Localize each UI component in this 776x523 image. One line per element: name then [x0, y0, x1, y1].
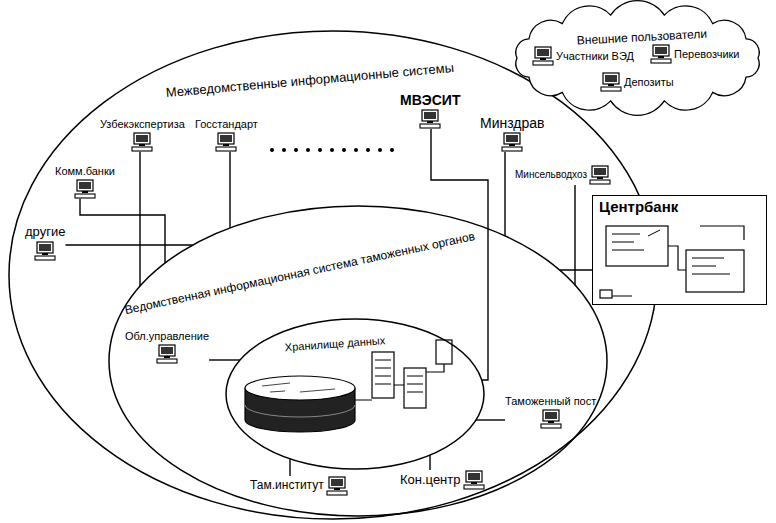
computer-icon — [540, 409, 562, 429]
network-link — [504, 152, 505, 236]
workstation-label: Минздрав — [480, 115, 545, 131]
workstation: Кон.центр — [400, 470, 485, 490]
computer-icon — [589, 165, 611, 185]
workstation-label: Депозиты — [624, 76, 674, 89]
cloud-shape: Внешние пользователиУчастники ВЭДДепозит… — [505, 2, 770, 114]
network-link — [65, 244, 192, 245]
workstation: Комм.банки — [55, 165, 115, 199]
workstation: Минздрав — [480, 115, 545, 152]
workstation: Там.институт — [250, 476, 348, 496]
network-link — [560, 269, 592, 270]
workstation-label: МВЭСИТ — [400, 92, 460, 108]
workstation: Обл.управление — [125, 330, 209, 364]
ellipse-border — [226, 319, 484, 469]
workstation: Минсельводхоз — [515, 165, 611, 185]
server-racks — [355, 340, 452, 408]
workstation: Депозиты — [600, 72, 674, 92]
region-title: Хранилище данных — [284, 334, 385, 354]
computer-icon — [131, 132, 153, 152]
workstation: Госстандарт — [195, 118, 258, 152]
workstation-label: Перевозчики — [674, 48, 739, 61]
workstation-label: Обл.управление — [125, 330, 209, 343]
workstation-label: Минсельводхоз — [515, 169, 587, 181]
computer-icon — [463, 470, 485, 490]
computer-icon — [74, 179, 96, 199]
workstation: другие — [25, 225, 65, 261]
outer-ellipse: Межведомственные информационные системыУ… — [8, 30, 658, 520]
workstation-label: Там.институт — [250, 479, 324, 493]
network-link — [139, 152, 140, 286]
computer-icon — [532, 46, 554, 66]
ellipse-border — [109, 206, 607, 516]
bank-panel: Центрбанк — [592, 195, 767, 305]
workstation: Перевозчики — [650, 44, 739, 64]
workstation-label: Таможенный пост — [505, 395, 596, 408]
network-link — [80, 199, 165, 263]
workstation: Таможенный пост — [505, 395, 596, 429]
computer-icon — [650, 44, 672, 64]
workstation-label: Госстандарт — [195, 118, 258, 131]
network-link — [209, 359, 240, 360]
workstation: Узбекэкспертиза — [100, 118, 185, 152]
computer-icon — [326, 476, 348, 496]
ellipse-border — [9, 31, 657, 519]
cloud-border — [516, 1, 759, 116]
computer-icon — [600, 72, 622, 92]
network-link — [429, 455, 430, 470]
inner-ellipse: Хранилище данных — [225, 318, 485, 470]
network-link — [289, 459, 290, 476]
computer-icon — [156, 344, 178, 364]
ellipsis-dots — [270, 148, 394, 152]
network-link — [229, 152, 230, 228]
computer-icon — [501, 132, 523, 152]
network-link — [476, 419, 505, 420]
network-link — [431, 129, 488, 380]
workstation: Участники ВЭД — [532, 46, 634, 66]
database-cylinder — [245, 376, 355, 432]
workstation: МВЭСИТ — [400, 92, 460, 129]
ellipse-outline — [108, 205, 608, 517]
panel-title: Центрбанк — [599, 198, 760, 215]
computer-icon — [419, 109, 441, 129]
region-title: Ведомственная информационная система там… — [124, 230, 477, 318]
computer-icon — [215, 132, 237, 152]
workstation-label: Узбекэкспертиза — [100, 118, 185, 131]
workstation-label: Участники ВЭД — [556, 50, 634, 63]
computer-icon — [34, 241, 56, 261]
ellipse-outline — [8, 30, 658, 520]
middle-ellipse: Ведомственная информационная система там… — [108, 205, 608, 517]
workstation-label: Комм.банки — [55, 165, 115, 178]
workstation-label: Кон.центр — [400, 473, 461, 488]
workstation-label: другие — [25, 225, 65, 240]
